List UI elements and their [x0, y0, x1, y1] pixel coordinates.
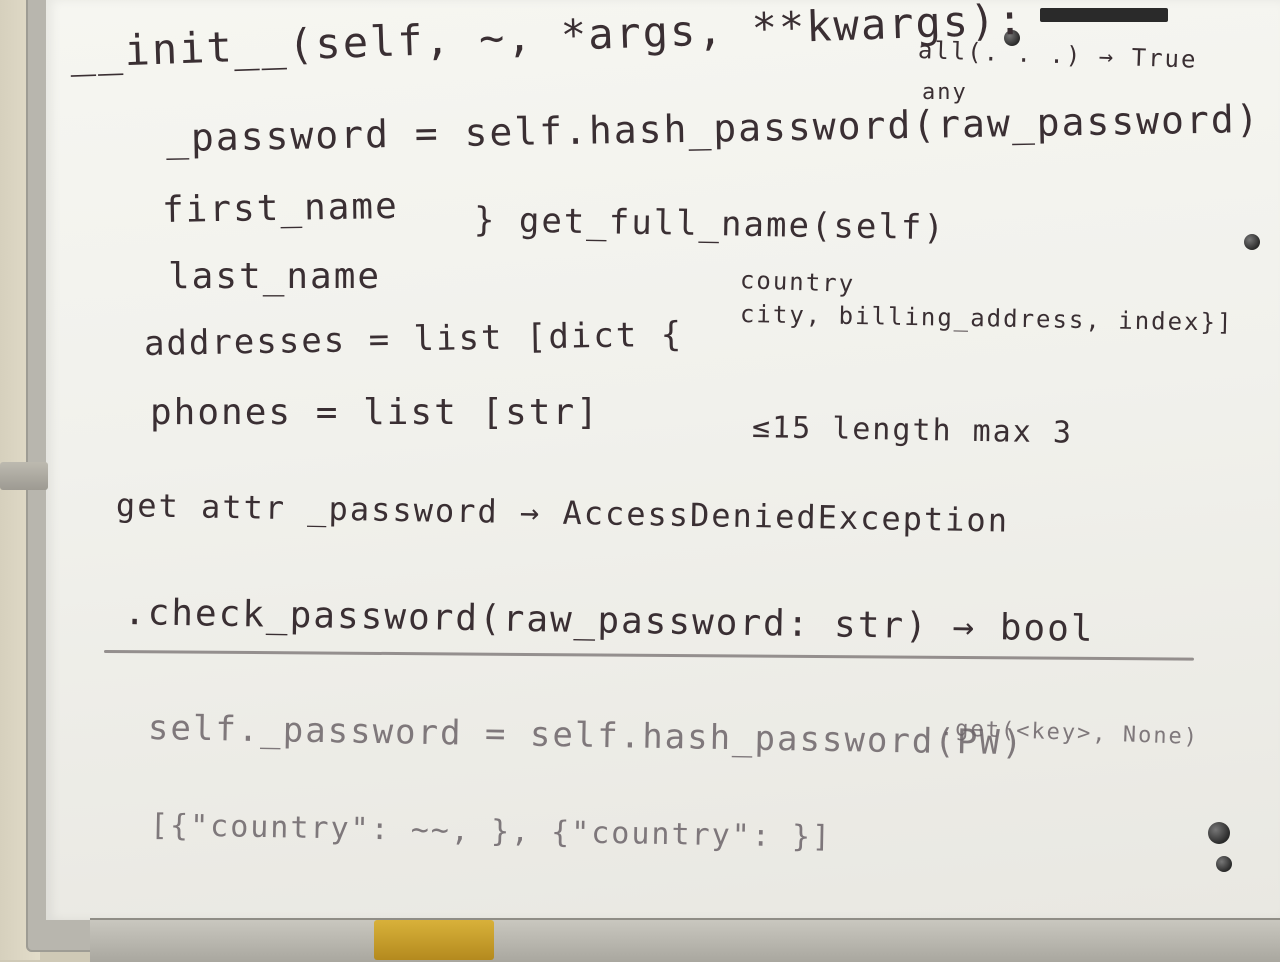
- board-mount-clamp: [0, 462, 48, 490]
- board-eraser: [374, 920, 494, 960]
- magnet-dot: [1208, 822, 1230, 844]
- handwriting-line: first_name: [161, 185, 400, 231]
- marker-tray: [90, 918, 1280, 962]
- whiteboard-surface: [46, 0, 1280, 920]
- magnet-dot: [1004, 30, 1020, 46]
- handwriting-line: } get_full_name(self): [473, 200, 947, 249]
- handwriting-line: phones = list [str]: [150, 392, 600, 433]
- magnetic-strip: [1040, 8, 1168, 22]
- handwriting-line: country: [739, 266, 856, 299]
- magnet-dot: [1216, 856, 1232, 872]
- magnet-dot: [1244, 234, 1260, 250]
- handwriting-line: ≤15 length max 3: [751, 410, 1074, 451]
- handwriting-line: last_name: [168, 256, 382, 297]
- handwriting-line: any: [922, 80, 968, 105]
